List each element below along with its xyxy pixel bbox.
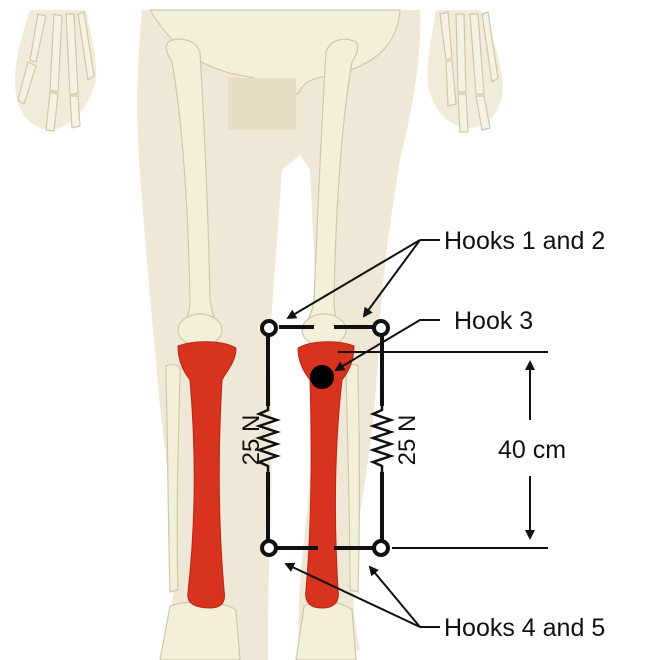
hook-3-icon bbox=[310, 365, 334, 389]
left-knee-cap bbox=[178, 314, 222, 346]
right-knee-cap bbox=[302, 314, 346, 346]
right-spring-icon bbox=[373, 406, 391, 472]
right-foot-bones bbox=[296, 602, 356, 660]
hook-3-label: Hook 3 bbox=[454, 307, 533, 335]
hook-2-icon bbox=[374, 321, 388, 335]
distance-label: 40 cm bbox=[498, 436, 566, 464]
hook-1-icon bbox=[262, 321, 276, 335]
hooks-1-2-label: Hooks 1 and 2 bbox=[444, 227, 605, 255]
hook-5-icon bbox=[374, 541, 388, 555]
right-spring-force-label: 25 N bbox=[394, 415, 421, 466]
left-spring-force-label: 25 N bbox=[238, 415, 265, 466]
left-foot-bones bbox=[160, 602, 240, 660]
hooks-4-5-label: Hooks 4 and 5 bbox=[444, 614, 605, 642]
hook-4-icon bbox=[262, 541, 276, 555]
arrow-to-hook-5 bbox=[370, 567, 420, 627]
censor-patch bbox=[228, 78, 296, 130]
